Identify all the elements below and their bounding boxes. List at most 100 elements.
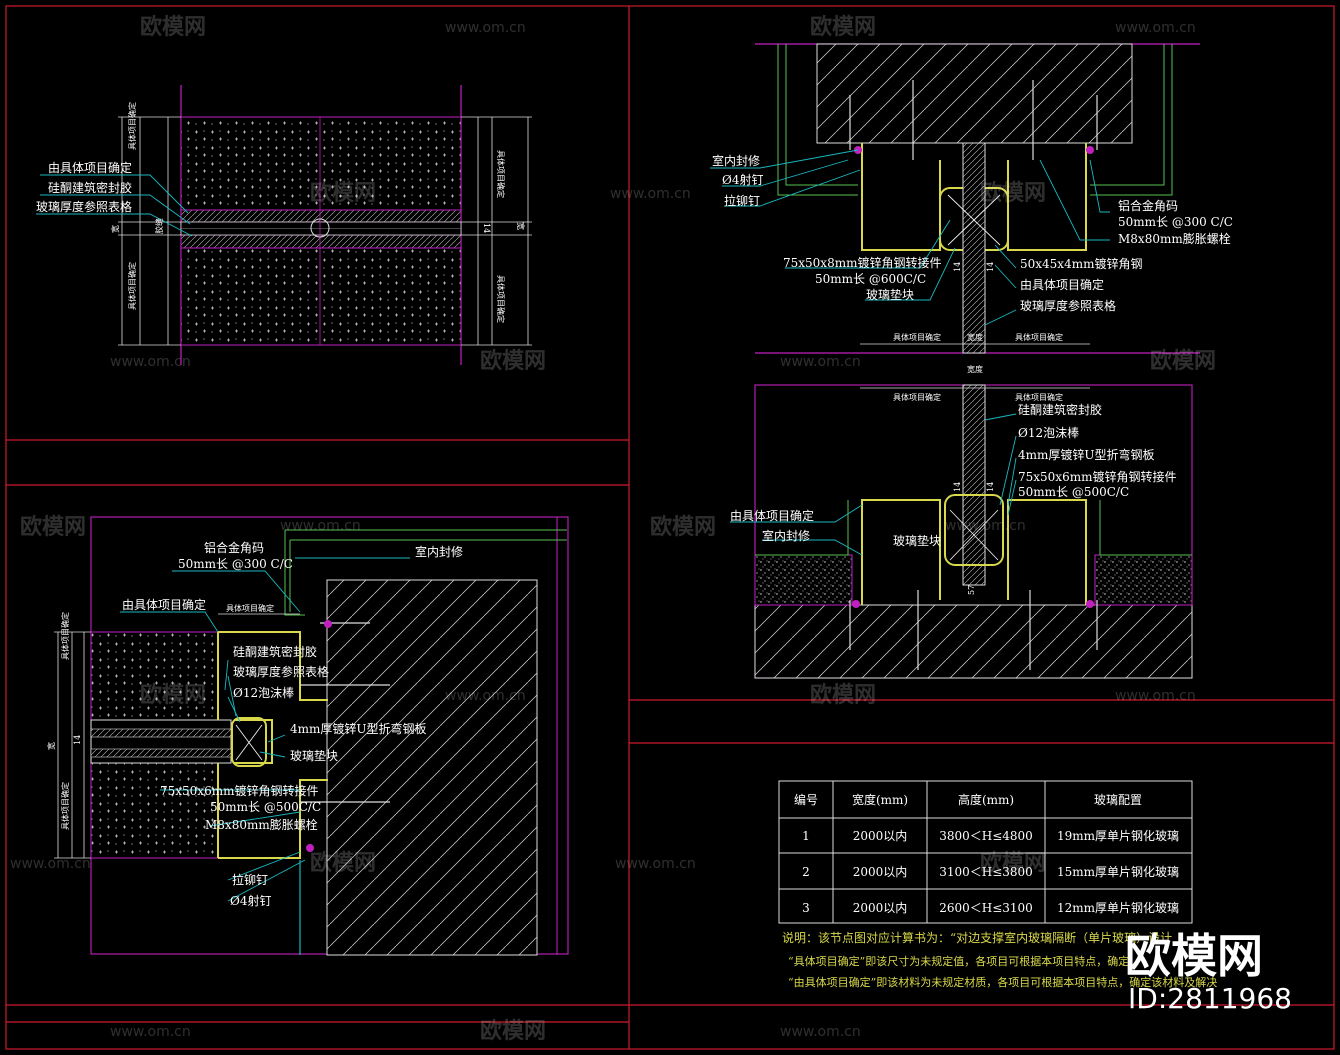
note-tr-6: 玻璃垫块	[866, 287, 914, 302]
note-bl-4: 由具体项目确定	[122, 597, 206, 612]
detail-bottom-left: 铝合金角码 50mm长 @300 C/C 室内封修 由具体项目确定 硅酮建筑密封…	[46, 516, 569, 956]
table-header-height: 高度(mm)	[958, 792, 1014, 807]
table-cell: 2	[802, 865, 810, 879]
watermark-site: www.om.cn	[1115, 20, 1196, 36]
detail-top-right: 室内封修 Ø4射钉 拉铆钉 75x50x8mm镀锌角钢转接件 50mm长 @60…	[710, 43, 1233, 354]
note-mr-6: 4mm厚镀锌U型折弯钢板	[1018, 447, 1155, 462]
dim-tr-1: 具体项目确定	[893, 332, 941, 342]
note-mr-4: 硅酮建筑密封胶	[1018, 402, 1102, 417]
watermark-brand: 欧模网	[810, 14, 876, 40]
watermark-site: www.om.cn	[445, 20, 526, 36]
note-tr-11: 由具体项目确定	[1020, 277, 1104, 292]
note-tr-1: 室内封修	[712, 153, 760, 168]
table-header-glass: 玻璃配置	[1094, 793, 1142, 807]
table-cell: 15mm厚单片钢化玻璃	[1057, 865, 1179, 879]
note-line-3: “由具体项目确定”即该材料为未规定材质，各项目可根据本项目特点，确定该材料及解决	[788, 975, 1217, 989]
note-bl-1: 铝合金角码	[204, 540, 264, 555]
note-mr-5: Ø12泡沫棒	[1018, 426, 1079, 440]
note-tr-8: 50mm长 @300 C/C	[1118, 215, 1233, 229]
note-tl-3: 玻璃厚度参照表格	[36, 199, 132, 214]
watermark-brand: 欧模网	[310, 180, 376, 206]
note-bl-10: 75x50x6mm镀锌角钢转接件	[160, 783, 318, 798]
dim-tr-5: 14	[986, 262, 995, 272]
watermark-brand: 欧模网	[310, 850, 376, 876]
table-cell: 2000以内	[853, 901, 908, 915]
note-tr-7: 铝合金角码	[1118, 198, 1178, 213]
brand-id: ID:2811968	[1128, 982, 1292, 1015]
watermark-brand: 欧模网	[480, 1018, 546, 1044]
note-bl-14: Ø4射钉	[230, 893, 271, 908]
note-mr-3: 玻璃垫块	[893, 533, 941, 548]
note-mr-1: 由具体项目确定	[730, 508, 814, 523]
watermark-site: www.om.cn	[280, 518, 361, 534]
note-tr-3: 拉铆钉	[724, 193, 760, 208]
watermark-brand: 欧模网	[1150, 348, 1216, 374]
table-cell: 3100＜H≤3800	[939, 865, 1033, 879]
note-bl-6: 玻璃厚度参照表格	[233, 664, 329, 679]
note-mr-8: 50mm长 @500C/C	[1018, 485, 1129, 499]
note-bl-5: 硅酮建筑密封胶	[233, 644, 317, 659]
watermark-brand: 欧模网	[140, 682, 206, 708]
table-cell: 19mm厚单片钢化玻璃	[1057, 829, 1179, 843]
detail-top-left: 由具体项目确定 硅酮建筑密封胶 玻璃厚度参照表格 具体项目确定 具体项目确定 宽…	[36, 85, 532, 365]
note-tr-4: 75x50x8mm镀锌角钢转接件	[783, 255, 941, 270]
note-tr-2: Ø4射钉	[722, 172, 763, 187]
dim-mr-3: 具体项目确定	[1015, 392, 1063, 402]
watermark-brand: 欧模网	[140, 14, 206, 40]
note-tr-12: 玻璃厚度参照表格	[1020, 298, 1116, 313]
table-cell: 2600＜H≤3100	[939, 901, 1033, 915]
note-bl-7: Ø12泡沫棒	[233, 686, 294, 700]
dim-mr-5: 14	[986, 482, 995, 492]
glass-spec-table: 编号 宽度(mm) 高度(mm) 玻璃配置 1 2000以内 3800＜H≤48…	[778, 780, 1193, 924]
dim-mr-6: 57	[967, 585, 976, 595]
brand-logo-text: 欧模网	[1125, 929, 1263, 983]
dim-tl-r1: 具体项目确定	[496, 150, 506, 198]
table-cell: 2000以内	[853, 865, 908, 879]
table-header-width: 宽度(mm)	[852, 792, 908, 807]
note-line-2: “具体项目确定”即该尺寸为未规定值，各项目可根据本项目特点，确定	[788, 954, 1129, 968]
dim-tl-l1: 具体项目确定	[127, 102, 137, 150]
design-notes: 说明：该节点图对应计算书为：“对边支撑室内玻璃隔断（单片玻璃）设计 “具体项目确…	[782, 930, 1217, 989]
detail-mid-right: 由具体项目确定 室内封修 玻璃垫块 硅酮建筑密封胶 Ø12泡沫棒 4mm厚镀锌U…	[730, 364, 1193, 679]
dim-mr-4: 14	[953, 482, 962, 492]
watermark-site: www.om.cn	[780, 1024, 861, 1040]
drawing-frame	[5, 5, 1335, 1050]
dim-bl-1: 具体项目确定	[60, 612, 70, 660]
watermark-brand: 欧模网	[980, 850, 1046, 876]
dim-tl-l2: 具体项目确定	[127, 262, 137, 310]
table-cell: 2000以内	[853, 829, 908, 843]
dim-bl-4: 14	[73, 735, 82, 745]
note-tl-1: 由具体项目确定	[48, 160, 132, 175]
watermark-brand: 欧模网	[810, 682, 876, 708]
dim-mr-2: 宽度	[967, 364, 983, 374]
watermark-site: www.om.cn	[610, 186, 691, 202]
note-tr-5: 50mm长 @600C/C	[815, 272, 926, 286]
note-bl-2: 50mm长 @300 C/C	[178, 557, 293, 571]
note-bl-13: 拉铆钉	[232, 872, 268, 887]
dim-tl-l4: 胶缝	[154, 218, 164, 234]
note-bl-9: 玻璃垫块	[290, 748, 338, 763]
note-bl-11: 50mm长 @500C/C	[210, 800, 321, 814]
note-tr-9: M8x80mm膨胀螺栓	[1118, 231, 1231, 246]
watermark-site: www.om.cn	[945, 518, 1026, 534]
watermark-site: www.om.cn	[10, 856, 91, 872]
table-cell: 3800＜H≤4800	[939, 829, 1033, 843]
watermark-site: www.om.cn	[445, 688, 526, 704]
watermark-brand: 欧模网	[650, 514, 716, 540]
dim-tr-2: 宽度	[967, 332, 983, 342]
dim-tl-l3: 宽	[110, 225, 120, 233]
dim-bl-3: 宽	[46, 742, 56, 750]
note-bl-8: 4mm厚镀锌U型折弯钢板	[290, 721, 427, 736]
table-cell: 1	[802, 829, 810, 843]
watermark-site: www.om.cn	[780, 354, 861, 370]
table-cell: 3	[802, 901, 810, 915]
dim-mr-1: 具体项目确定	[893, 392, 941, 402]
note-bl-3: 室内封修	[415, 544, 463, 559]
watermark-site: www.om.cn	[110, 1024, 191, 1040]
dim-tr-4: 14	[953, 262, 962, 272]
watermark-brand: 欧模网	[20, 514, 86, 540]
note-mr-7: 75x50x6mm镀锌角钢转接件	[1018, 469, 1176, 484]
dim-tl-r4: 14	[482, 223, 491, 233]
note-line-1: 说明：该节点图对应计算书为：“对边支撑室内玻璃隔断（单片玻璃）设计	[782, 930, 1172, 945]
